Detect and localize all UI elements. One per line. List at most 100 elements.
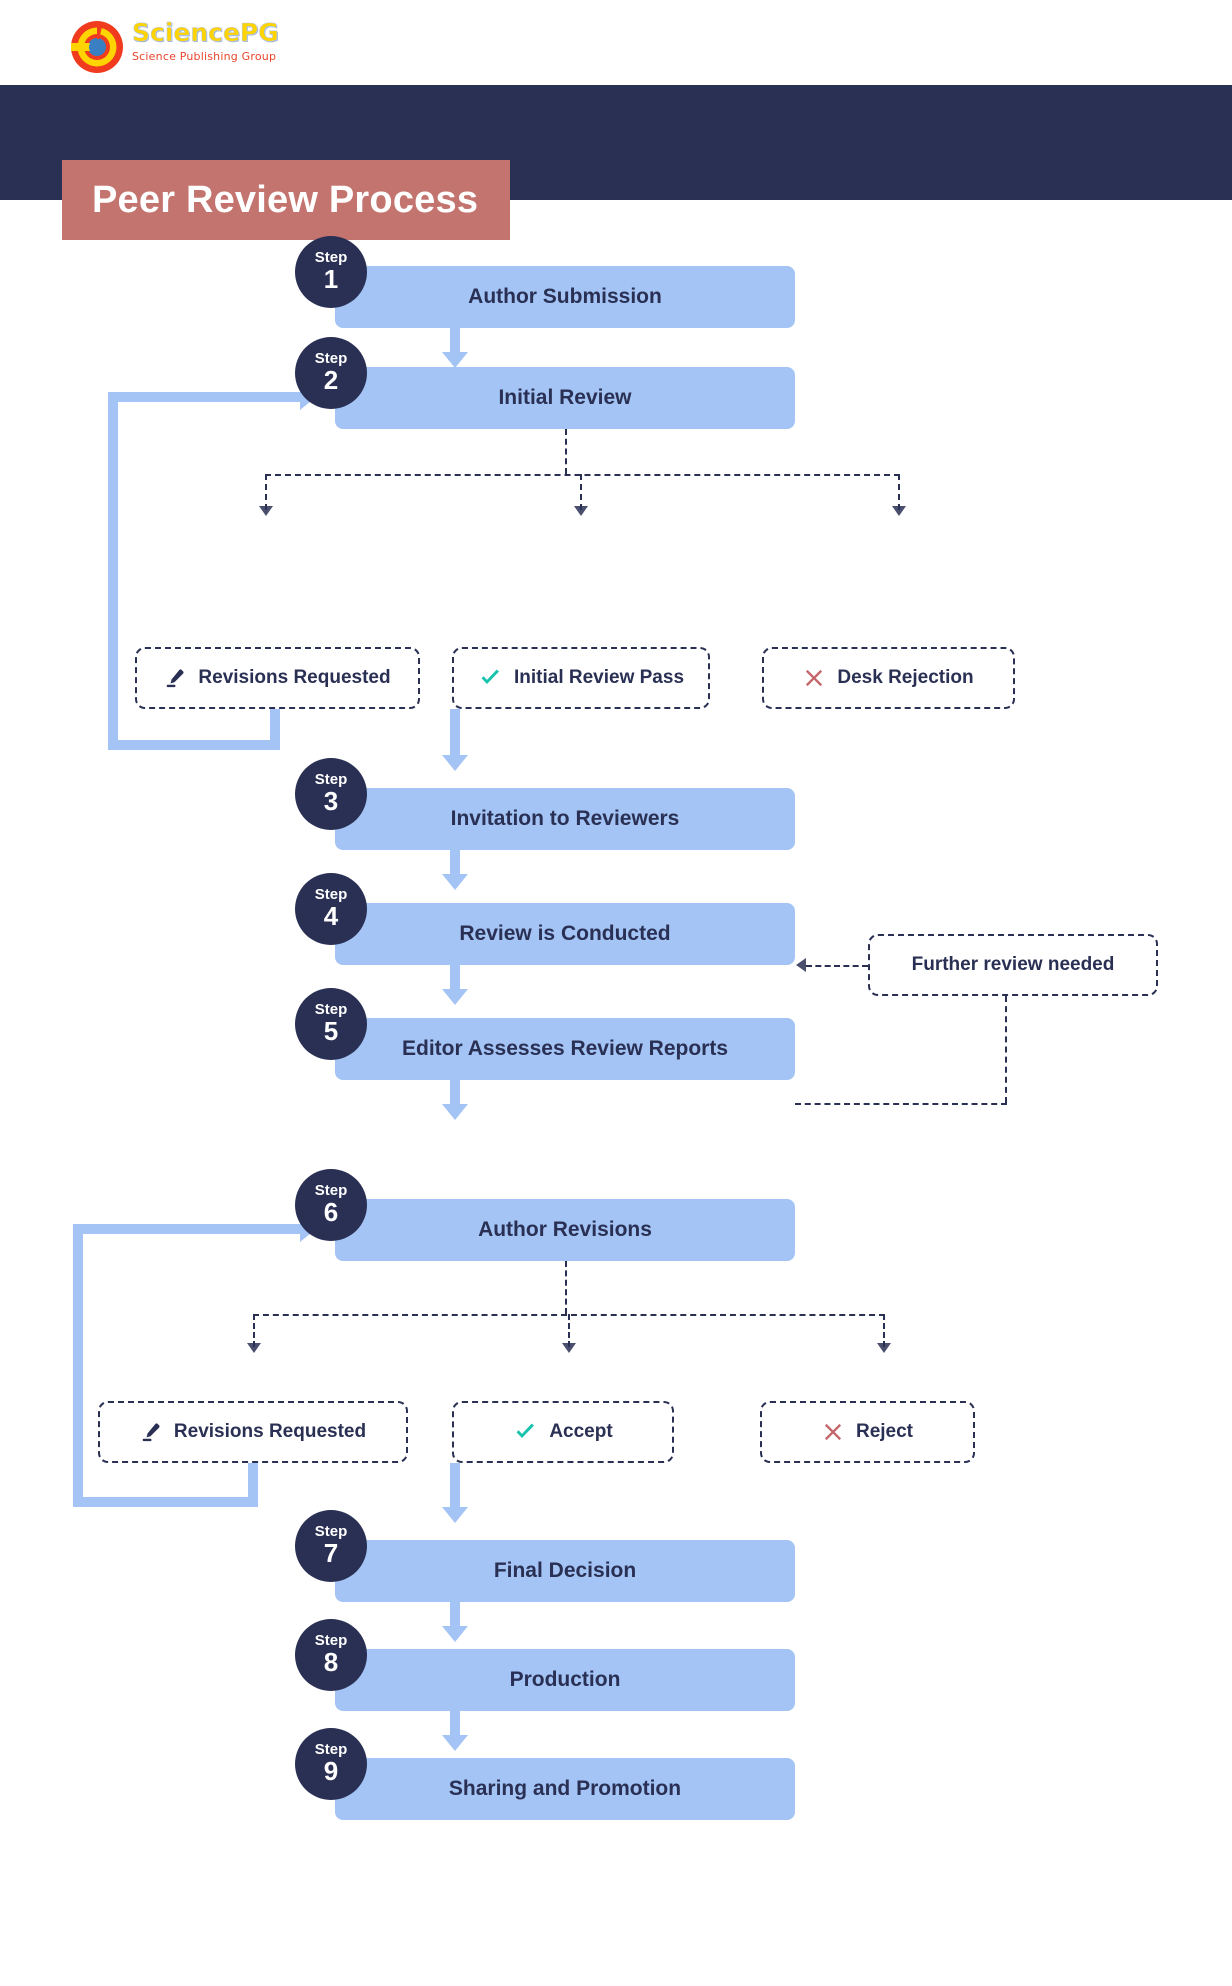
decision-revisions-requested-2[interactable]: Revisions Requested [98, 1401, 408, 1463]
decision-label-2a: Revisions Requested [173, 1421, 367, 1442]
feedback-to-step4-line [806, 965, 868, 967]
branch-drop-2a [265, 474, 267, 510]
step-number-9: 9 [323, 1755, 339, 1786]
branch-bar-2 [265, 474, 900, 476]
arrow-8-to-9-shaft [450, 1711, 460, 1739]
branch-drop-6c [883, 1314, 885, 1347]
arrow-8-to-9-head [442, 1735, 468, 1751]
loop1-left [108, 392, 118, 750]
pencil-icon [140, 1421, 162, 1443]
feedback-to-step4-arrow [796, 958, 806, 972]
step-number-7: 7 [323, 1537, 339, 1568]
step-badge-3: Step 3 [295, 758, 367, 830]
step-badge-2: Step 2 [295, 337, 367, 409]
decision-label-2b: Accept [549, 1421, 613, 1442]
branch-arrow-2c [892, 506, 906, 516]
decision-reject[interactable]: Reject [760, 1401, 975, 1463]
branch-stem-6 [565, 1261, 567, 1314]
arrow-7-to-8-shaft [450, 1602, 460, 1630]
feedback-label: Further review needed [911, 954, 1115, 975]
step-word-1: Step [314, 248, 348, 266]
step-node-4[interactable]: Review is Conducted [335, 903, 795, 965]
step-node-2[interactable]: Initial Review [335, 367, 795, 429]
step-node-3[interactable]: Invitation to Reviewers [335, 788, 795, 850]
step-node-5[interactable]: Editor Assesses Review Reports [335, 1018, 795, 1080]
branch-arrow-6b [562, 1343, 576, 1353]
branch-drop-6b [568, 1314, 570, 1347]
branch-arrow-6a [247, 1343, 261, 1353]
step-word-7: Step [314, 1522, 348, 1540]
decision-label-1c: Desk Rejection [837, 667, 974, 688]
arrow-1-to-2-head [442, 352, 468, 368]
step-badge-7: Step 7 [295, 1510, 367, 1582]
branch-stem-2 [565, 429, 567, 474]
step5-to-feedback-vertical [1005, 996, 1007, 1103]
cross-icon [803, 667, 825, 689]
loop2-top [73, 1224, 303, 1234]
decision-label-1b: Initial Review Pass [513, 667, 685, 688]
arrow-5-to-6-head [442, 1104, 468, 1120]
check-icon [478, 666, 502, 690]
step-label-2: Initial Review [498, 386, 632, 409]
step-number-6: 6 [323, 1196, 339, 1227]
step-number-2: 2 [323, 364, 339, 395]
step-badge-5: Step 5 [295, 988, 367, 1060]
step5-to-feedback-horizontal [795, 1103, 1007, 1105]
step-number-4: 4 [323, 900, 339, 931]
step-label-4: Review is Conducted [459, 922, 671, 945]
pencil-icon [164, 667, 186, 689]
decision-label-2c: Reject [855, 1421, 914, 1442]
arrow-4-to-5-shaft [450, 965, 460, 993]
decision-revisions-requested-1[interactable]: Revisions Requested [135, 647, 420, 709]
loop2-bottom [73, 1497, 258, 1507]
branch-drop-2b [580, 474, 582, 510]
decision-further-review-needed[interactable]: Further review needed [868, 934, 1158, 996]
step-number-5: 5 [323, 1015, 339, 1046]
arrow-7-to-8-head [442, 1626, 468, 1642]
arrow-4-to-5-head [442, 989, 468, 1005]
decision-initial-review-pass[interactable]: Initial Review Pass [452, 647, 710, 709]
sciencepg-circular-logo [71, 21, 123, 73]
arrow-accept-to-7-shaft [450, 1463, 460, 1511]
step-label-3: Invitation to Reviewers [450, 807, 680, 830]
title-banner: Peer Review Process [62, 160, 510, 240]
step-node-1[interactable]: Author Submission [335, 266, 795, 328]
step-word-6: Step [314, 1181, 348, 1199]
step-node-7[interactable]: Final Decision [335, 1540, 795, 1602]
arrow-3-to-4-head [442, 874, 468, 890]
decision-desk-rejection[interactable]: Desk Rejection [762, 647, 1015, 709]
loop1-bottom [108, 740, 280, 750]
arrow-1-to-2-shaft [450, 328, 460, 356]
arrow-pass-to-3-shaft [450, 709, 460, 759]
cross-icon [822, 1421, 844, 1443]
arrow-5-to-6-shaft [450, 1080, 460, 1108]
step-word-9: Step [314, 1740, 348, 1758]
branch-drop-6a [253, 1314, 255, 1347]
step-node-6[interactable]: Author Revisions [335, 1199, 795, 1261]
step-badge-6: Step 6 [295, 1169, 367, 1241]
step-label-1: Author Submission [468, 285, 662, 308]
step-label-8: Production [509, 1668, 621, 1691]
brand-logo: SciencePG Science Publishing Group [70, 16, 300, 78]
step-word-2: Step [314, 349, 348, 367]
step-label-7: Final Decision [493, 1559, 637, 1582]
step-badge-9: Step 9 [295, 1728, 367, 1800]
brand-name: SciencePG [132, 18, 279, 47]
arrow-pass-to-3-head [442, 755, 468, 771]
step-label-6: Author Revisions [478, 1218, 652, 1241]
step-node-8[interactable]: Production [335, 1649, 795, 1711]
step-word-5: Step [314, 1000, 348, 1018]
decision-accept[interactable]: Accept [452, 1401, 674, 1463]
branch-drop-2c [898, 474, 900, 510]
step-node-9[interactable]: Sharing and Promotion [335, 1758, 795, 1820]
loop1-top [108, 392, 303, 402]
step-number-1: 1 [323, 263, 339, 294]
loop2-left [73, 1224, 83, 1507]
step-word-3: Step [314, 770, 348, 788]
step-number-3: 3 [323, 785, 339, 816]
decision-label-1a: Revisions Requested [198, 667, 391, 688]
step-badge-1: Step 1 [295, 236, 367, 308]
step-label-5: Editor Assesses Review Reports [401, 1037, 729, 1060]
brand-tagline: Science Publishing Group [132, 50, 277, 64]
